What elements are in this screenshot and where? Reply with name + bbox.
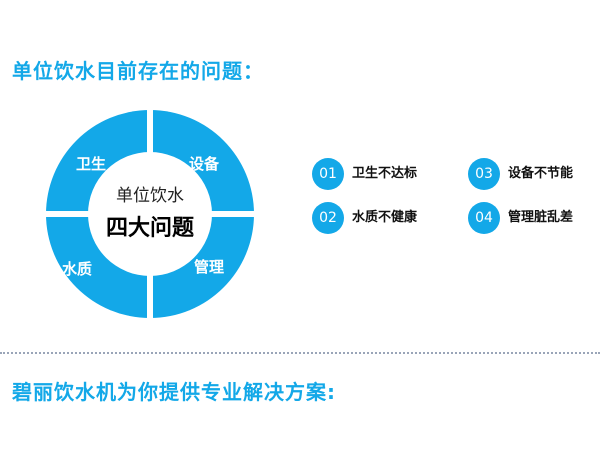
segment-label-water-quality: 水质 bbox=[62, 260, 93, 278]
number-badge: 01 bbox=[312, 158, 344, 190]
problem-text: 水质不健康 bbox=[352, 210, 418, 225]
number-badge: 03 bbox=[468, 158, 500, 190]
center-title: 四大问题 bbox=[105, 216, 194, 241]
problem-text: 管理脏乱差 bbox=[508, 210, 574, 225]
ring-center bbox=[88, 152, 212, 276]
center-subtitle: 单位饮水 bbox=[116, 186, 184, 206]
problem-text: 设备不节能 bbox=[508, 166, 574, 181]
segment-label-equipment: 设备 bbox=[189, 155, 220, 173]
solution-heading: 碧丽饮水机为你提供专业解决方案: bbox=[12, 380, 336, 404]
segment-label-management: 管理 bbox=[194, 258, 225, 276]
number-badge: 02 bbox=[312, 202, 344, 234]
ring-graphic bbox=[46, 110, 254, 318]
number-badge: 04 bbox=[468, 202, 500, 234]
problem-text: 卫生不达标 bbox=[352, 166, 418, 181]
problems-heading: 单位饮水目前存在的问题： bbox=[12, 59, 264, 83]
four-problems-diagram: 卫生 设备 水质 管理 单位饮水 四大问题 bbox=[46, 110, 254, 318]
segment-label-hygiene: 卫生 bbox=[76, 155, 107, 173]
section-divider bbox=[0, 352, 600, 354]
